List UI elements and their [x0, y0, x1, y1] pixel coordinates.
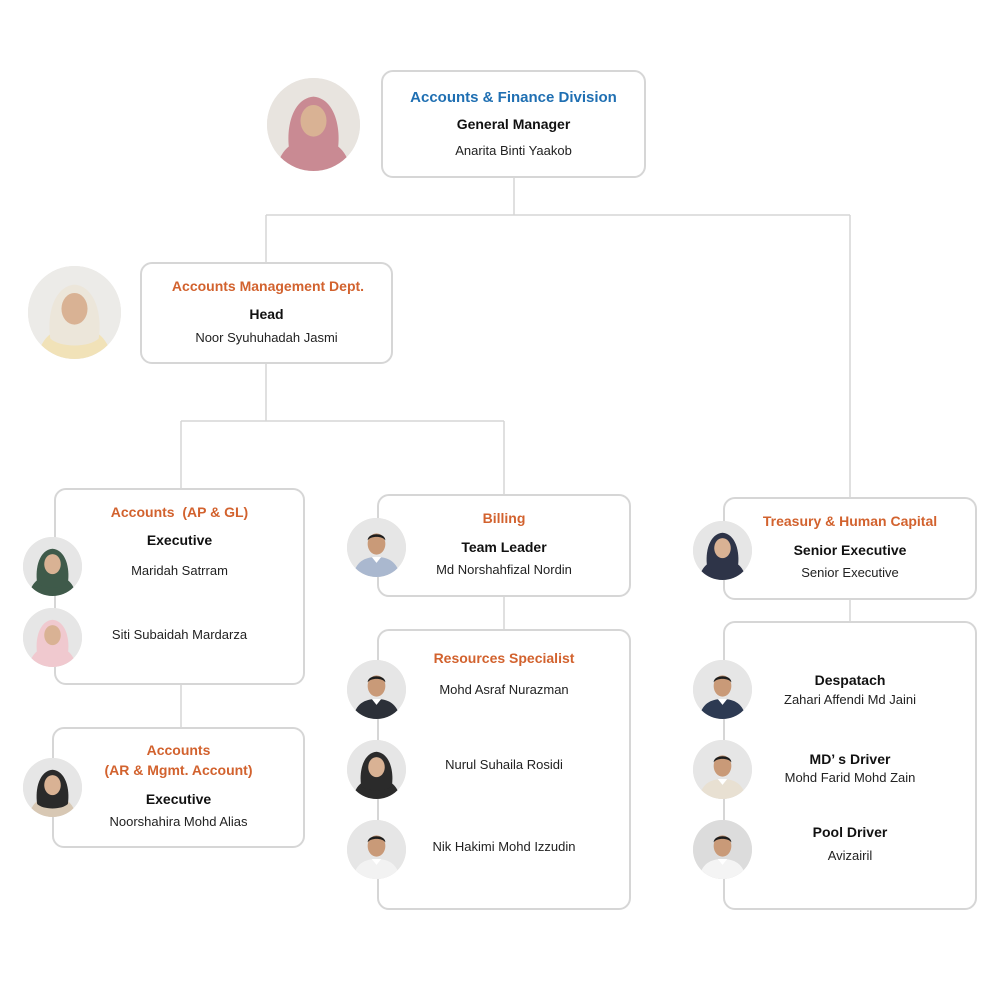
person-portrait-icon	[347, 820, 406, 879]
ap-gl-member: Maridah Satrram	[131, 563, 228, 578]
despatch-name: Zahari Affendi Md Jaini	[784, 692, 916, 707]
resources-title: Resources Specialist	[433, 650, 575, 666]
md-driver-name: Mohd Farid Mohd Zain	[784, 770, 916, 785]
ar-mgmt-title: Accounts	[146, 742, 211, 758]
division-title: Accounts & Finance Division	[410, 89, 617, 106]
person-portrait-icon	[347, 740, 406, 799]
resources-member: Nik Hakimi Mohd Izzudin	[432, 839, 576, 854]
person-portrait-icon	[693, 521, 752, 580]
treasury-name: Senior Executive	[801, 565, 899, 580]
avatar	[23, 608, 82, 667]
avatar	[347, 820, 406, 879]
resources-member: Nurul Suhaila Rosidi	[445, 757, 563, 772]
avatar	[693, 740, 752, 799]
avatar	[693, 820, 752, 879]
treasury-title: Treasury & Human Capital	[762, 513, 938, 529]
person-portrait-icon	[267, 78, 360, 171]
billing-name: Md Norshahfizal Nordin	[436, 562, 572, 577]
person-portrait-icon	[28, 266, 121, 359]
person-portrait-icon	[693, 740, 752, 799]
ap-gl-role: Executive	[146, 532, 213, 548]
ar-mgmt-box	[52, 727, 305, 848]
avatar	[693, 521, 752, 580]
avatar	[347, 518, 406, 577]
avatar	[23, 758, 82, 817]
md-driver-role: MD’ s Driver	[809, 751, 891, 767]
billing-role: Team Leader	[461, 539, 547, 555]
division-name: Anarita Binti Yaakob	[455, 143, 572, 158]
person-portrait-icon	[693, 820, 752, 879]
ap-gl-member: Siti Subaidah Mardarza	[111, 627, 248, 642]
ar-mgmt-name: Noorshahira Mohd Alias	[109, 814, 248, 829]
billing-box	[377, 494, 631, 597]
billing-title: Billing	[482, 510, 526, 526]
despatch-role: Despatach	[814, 672, 886, 688]
pool-driver-role: Pool Driver	[812, 824, 888, 840]
person-portrait-icon	[23, 608, 82, 667]
person-portrait-icon	[347, 518, 406, 577]
person-portrait-icon	[347, 660, 406, 719]
avatar	[347, 660, 406, 719]
person-portrait-icon	[693, 660, 752, 719]
accounts-mgmt-role: Head	[249, 306, 284, 322]
treasury-role: Senior Executive	[793, 542, 907, 558]
accounts-mgmt-name: Noor Syuhuhadah Jasmi	[195, 330, 338, 345]
avatar	[28, 266, 121, 359]
person-portrait-icon	[23, 758, 82, 817]
ap-gl-title: Accounts (AP & GL)	[110, 504, 249, 520]
pool-driver-name: Avizairil	[827, 848, 873, 863]
ar-mgmt-subtitle: (AR & Mgmt. Account)	[104, 762, 253, 778]
treasury-box	[723, 497, 977, 600]
division-box	[381, 70, 646, 178]
ap-gl-box	[54, 488, 305, 685]
ar-mgmt-role: Executive	[145, 791, 212, 807]
resources-box	[377, 629, 631, 910]
accounts-mgmt-box	[140, 262, 393, 364]
accounts-mgmt-title: Accounts Management Dept.	[171, 278, 365, 294]
avatar	[23, 537, 82, 596]
support-box	[723, 621, 977, 910]
resources-member: Mohd Asraf Nurazman	[439, 682, 569, 697]
division-role: General Manager	[456, 116, 571, 132]
person-portrait-icon	[23, 537, 82, 596]
avatar	[267, 78, 360, 171]
avatar	[347, 740, 406, 799]
avatar	[693, 660, 752, 719]
